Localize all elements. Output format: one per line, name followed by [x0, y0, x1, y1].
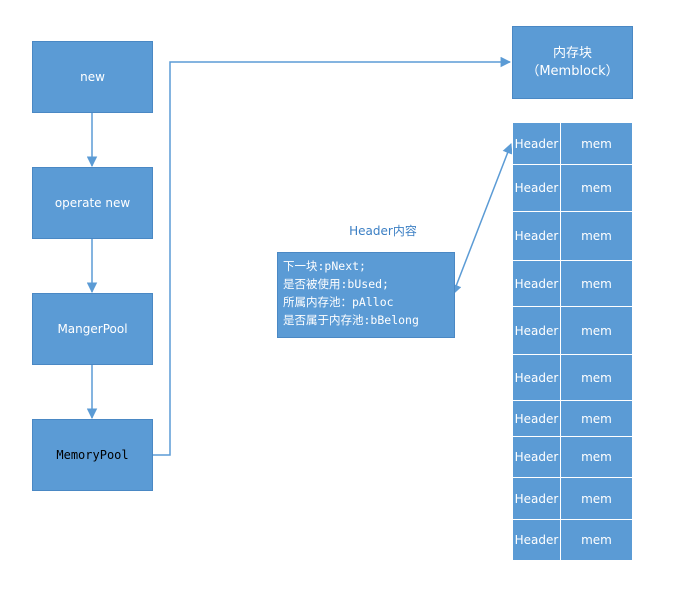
memblock-title-box: 内存块 （Memblock） — [512, 26, 633, 99]
mem-cell: mem — [560, 306, 633, 355]
header-cell: Header — [512, 260, 561, 307]
header-content-title: Header内容 — [349, 224, 417, 238]
memorypool-label: MemoryPool — [56, 448, 129, 462]
header-field-bbelong: 是否属于内存池:bBelong — [283, 313, 419, 327]
mem-cell: mem — [560, 211, 633, 261]
header-cell: Header — [512, 477, 561, 520]
header-cell: Header — [512, 122, 561, 165]
memblock-subtitle: （Memblock） — [526, 63, 619, 79]
header-cell: Header — [512, 354, 561, 401]
header-cell: Header — [512, 306, 561, 355]
header-content-box: 下一块:pNext; 是否被使用:bUsed; 所属内存池：pAlloc 是否属… — [277, 252, 455, 338]
mem-cell: mem — [560, 354, 633, 401]
mem-cell: mem — [560, 519, 633, 561]
header-cell: Header — [512, 436, 561, 478]
header-cell: Header — [512, 211, 561, 261]
new-label: new — [80, 70, 105, 84]
header-cell: Header — [512, 164, 561, 212]
mem-cell: mem — [560, 260, 633, 307]
mem-cell: mem — [560, 400, 633, 437]
mem-cell: mem — [560, 477, 633, 520]
mangerpool-label: MangerPool — [57, 322, 128, 336]
header-field-pnext: 下一块:pNext; — [283, 259, 366, 273]
memblock-title: 内存块 — [552, 45, 592, 61]
mem-cell: mem — [560, 436, 633, 478]
new-box: new — [32, 41, 153, 113]
arrow-header-to-note — [451, 143, 513, 295]
mem-cell: mem — [560, 122, 633, 165]
operate-new-label: operate new — [54, 196, 131, 210]
header-field-palloc: 所属内存池：pAlloc — [283, 295, 394, 309]
header-cell: Header — [512, 400, 561, 437]
arrow-memorypool-to-memblock — [152, 56, 512, 456]
operate-new-box: operate new — [32, 167, 153, 239]
header-field-bused: 是否被使用:bUsed; — [283, 277, 389, 291]
header-cell: Header — [512, 519, 561, 561]
mem-cell: mem — [560, 164, 633, 212]
mangerpool-box: MangerPool — [32, 293, 153, 365]
memorypool-box: MemoryPool — [32, 419, 153, 491]
